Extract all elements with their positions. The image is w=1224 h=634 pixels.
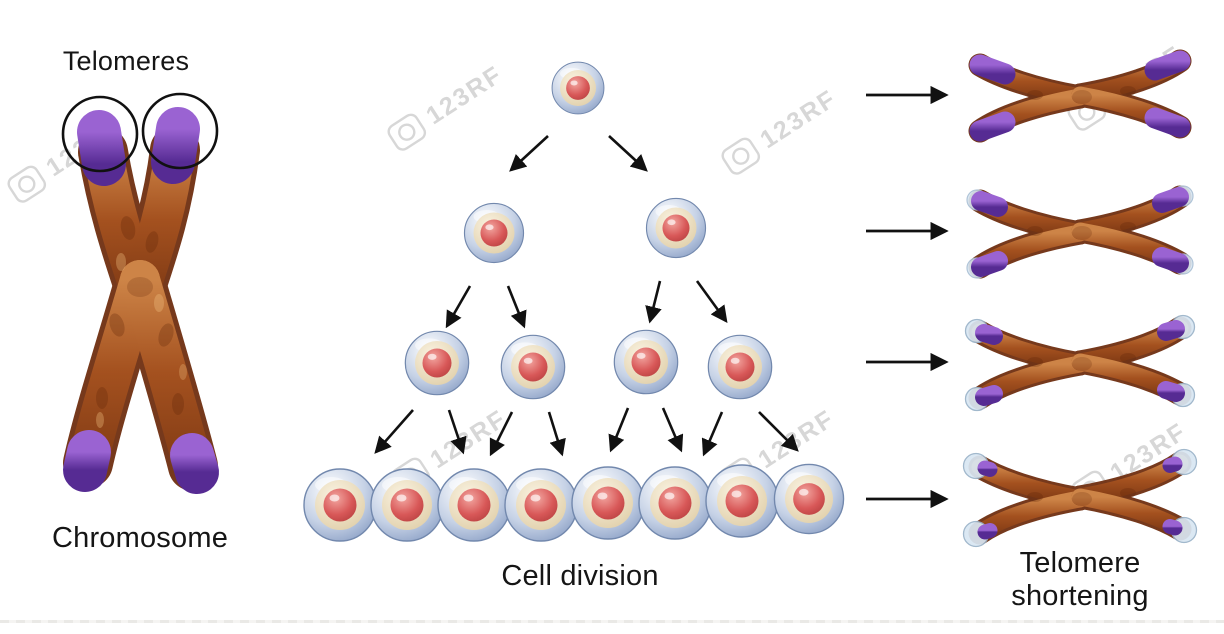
cell — [504, 468, 578, 542]
chromosome-label: Chromosome — [51, 522, 229, 554]
annotation-circle-left — [61, 95, 139, 173]
cell — [463, 202, 525, 264]
cell — [645, 197, 707, 259]
telomere-annotation-circles — [61, 92, 219, 173]
telomere-stage-4 — [962, 448, 1198, 548]
watermark-text: 123RF — [753, 404, 840, 474]
cell — [707, 334, 773, 400]
cell — [613, 329, 679, 395]
division-arrows — [374, 135, 799, 457]
telomere-shortening-label: Telomere shortening — [1011, 547, 1149, 613]
watermark-text: 123RF — [755, 84, 842, 154]
annotation-circle-right — [141, 92, 219, 170]
telomeres-label: Telomeres — [62, 46, 190, 76]
cell — [705, 464, 779, 538]
watermark-text: 123RF — [421, 60, 508, 130]
cell — [551, 61, 605, 115]
image-bottom-edge-artifact — [0, 620, 1224, 623]
cell — [370, 468, 444, 542]
watermark: 123RF — [721, 84, 842, 175]
telomere-stage-3 — [964, 314, 1196, 412]
cell — [773, 463, 845, 535]
telomere-stage-2 — [966, 185, 1194, 279]
watermark: 123RF — [387, 60, 508, 151]
cell — [303, 468, 377, 542]
stage-arrows — [866, 85, 949, 509]
cell — [404, 330, 470, 396]
large-chromosome — [61, 92, 219, 494]
cell — [500, 334, 566, 400]
cell — [638, 466, 712, 540]
telomere-tips — [63, 107, 219, 494]
telomere-stage-1 — [980, 61, 1180, 131]
cell-division-tree — [303, 61, 845, 542]
cell — [437, 468, 511, 542]
cell-division-label: Cell division — [501, 560, 659, 592]
cell — [571, 466, 645, 540]
